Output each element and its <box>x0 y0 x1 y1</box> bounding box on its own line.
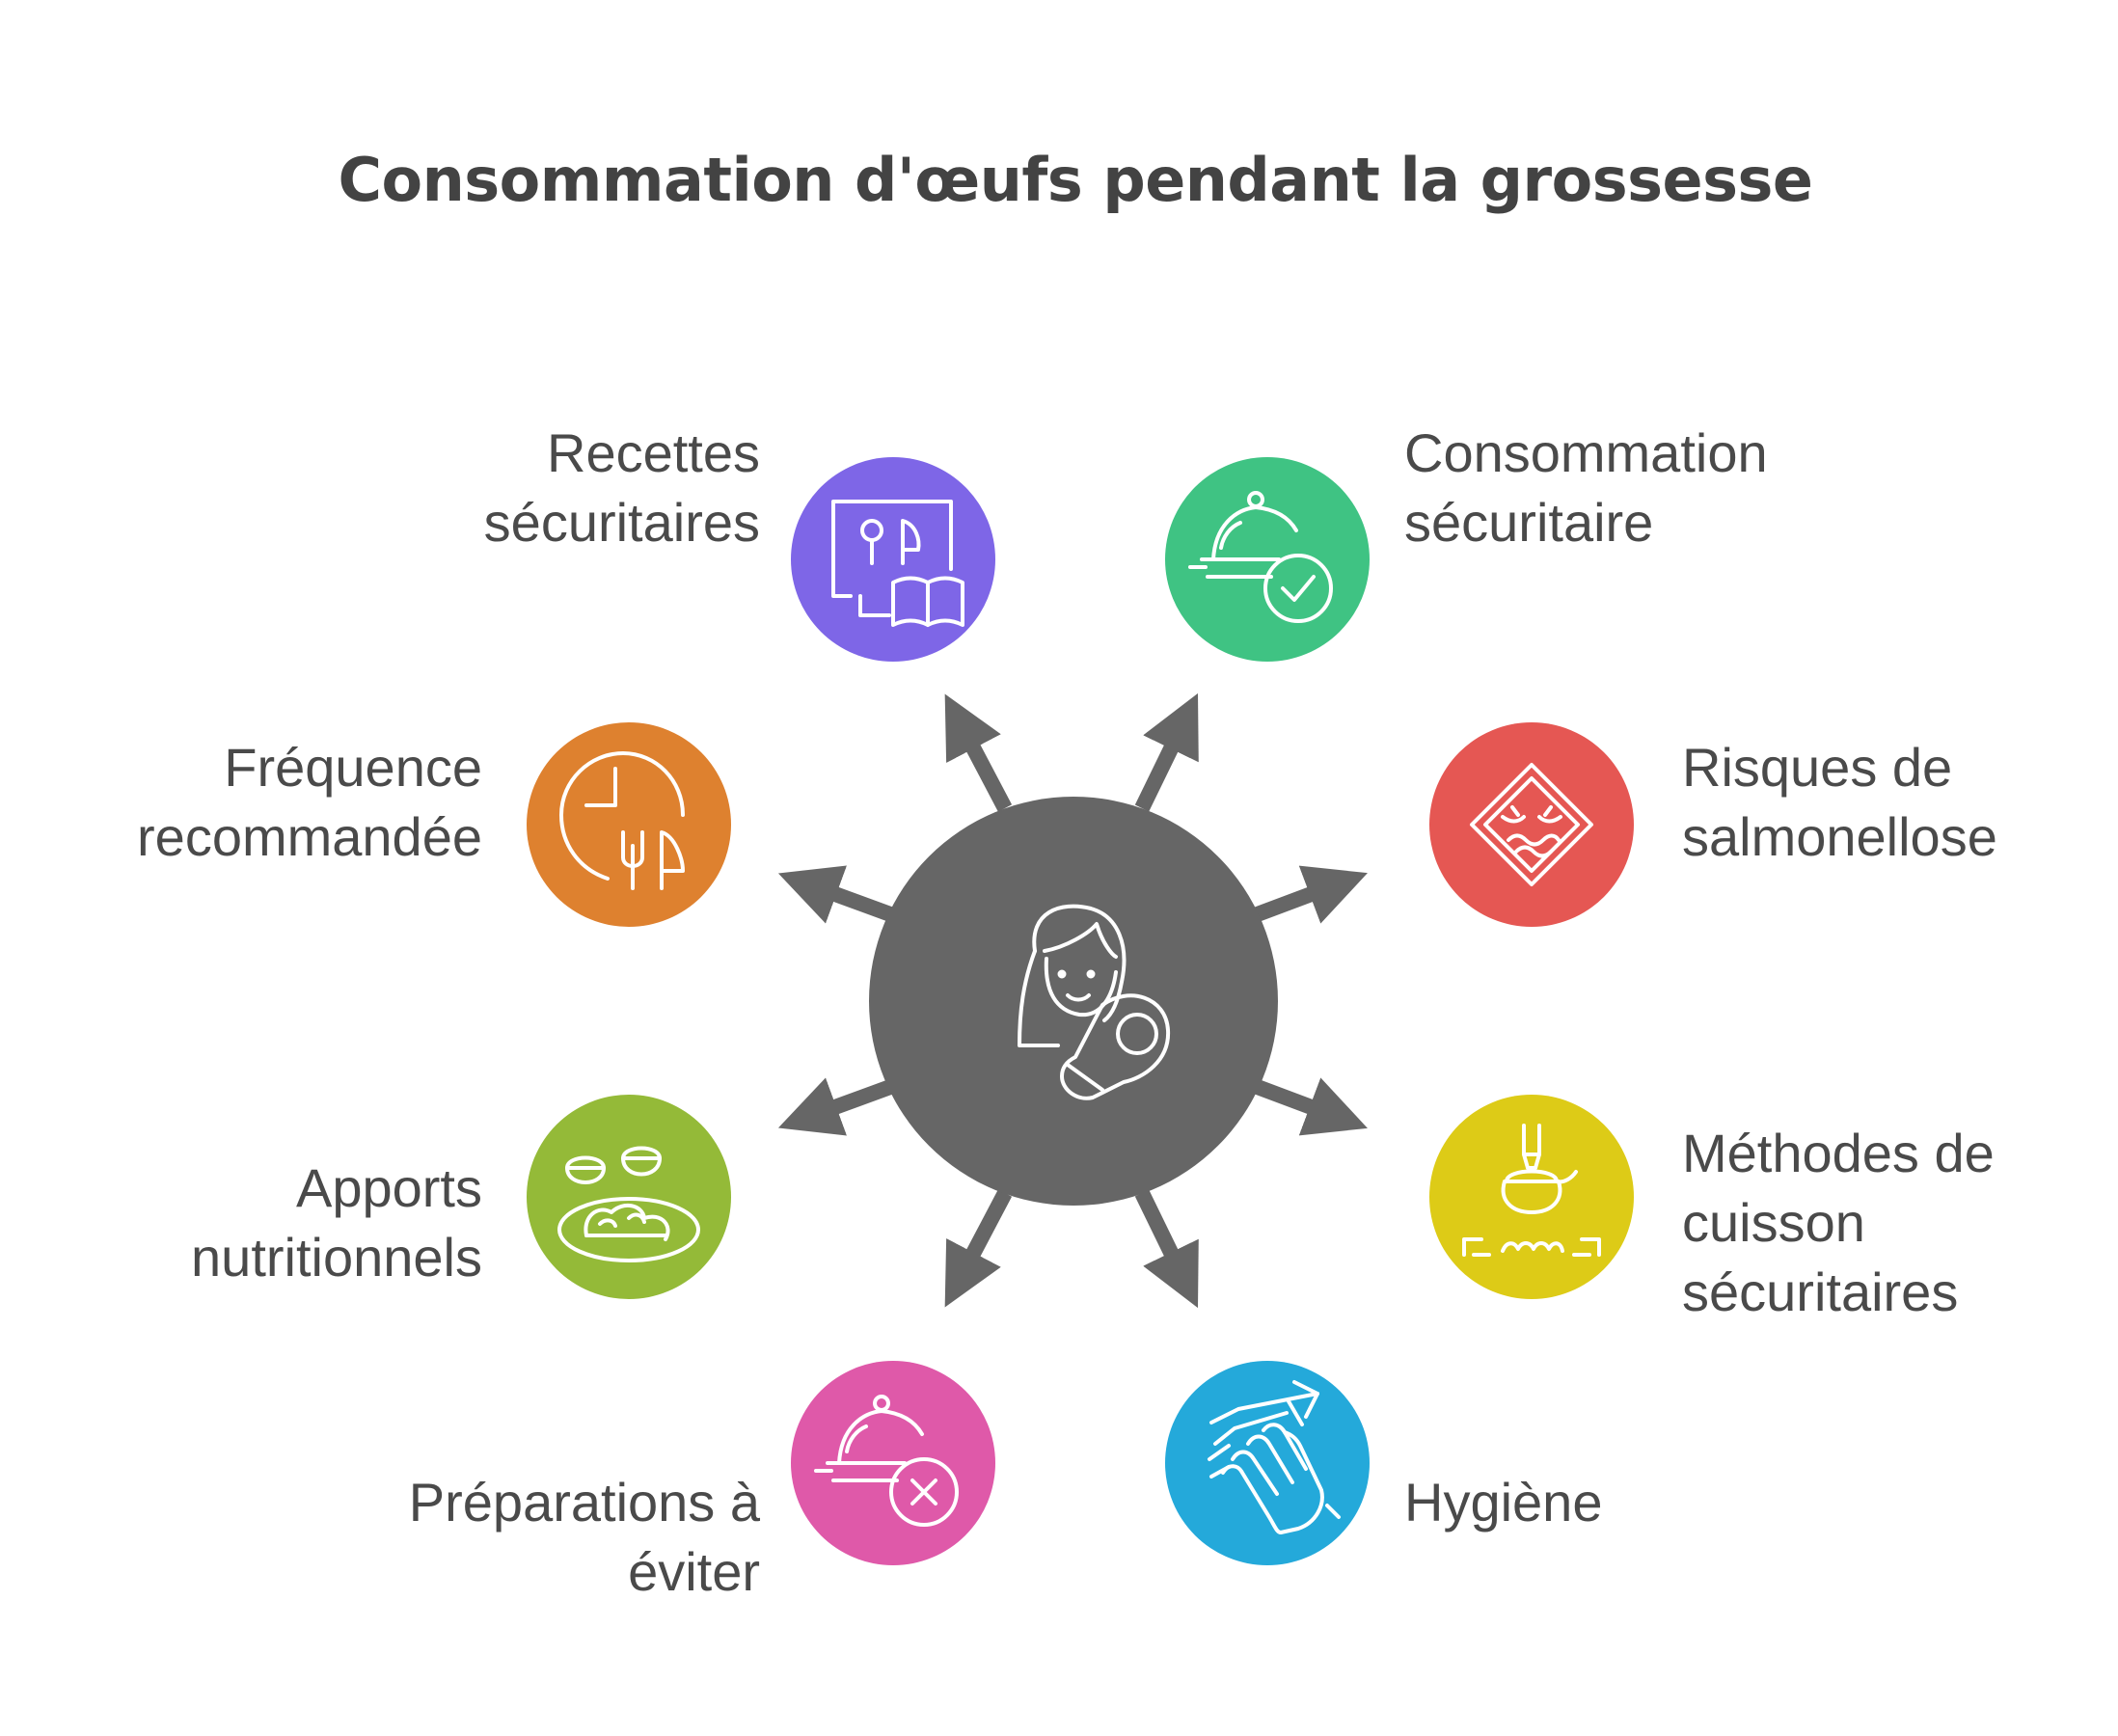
cooking-pot-icon <box>1462 1124 1601 1257</box>
label-apports-line1: Apports <box>296 1157 482 1218</box>
center-circle <box>869 797 1278 1206</box>
item-consommation <box>1165 457 1370 662</box>
arrow-hygiene <box>1134 1189 1199 1309</box>
label-preparations-line1: Préparations à <box>408 1472 760 1533</box>
label-recettes-line1: Recettes <box>547 422 760 483</box>
label-consommation-line2: sécuritaire <box>1404 492 1654 553</box>
label-recettes-line2: sécuritaires <box>483 492 760 553</box>
label-recettes: Recettes sécuritaires <box>484 419 760 557</box>
label-methodes-line2: cuisson <box>1682 1192 1865 1253</box>
warning-sign-icon <box>1470 763 1593 886</box>
label-risques: Risques de salmonellose <box>1682 733 1997 872</box>
item-apports <box>527 1095 731 1299</box>
circle-hygiene <box>1165 1361 1370 1565</box>
cloche-cross-icon <box>814 1395 959 1527</box>
cloche-check-icon <box>1188 491 1333 623</box>
item-preparations <box>791 1361 995 1565</box>
arrow-risques <box>1244 865 1368 926</box>
label-methodes-line3: sécuritaires <box>1682 1261 1959 1322</box>
label-frequence-line2: recommandée <box>137 806 482 867</box>
arrow-recettes <box>944 693 1013 812</box>
circle-risques <box>1429 722 1634 927</box>
circle-apports <box>527 1095 731 1299</box>
arrow-methodes <box>1244 1075 1368 1136</box>
item-recettes <box>791 457 995 662</box>
bowls-plate-icon <box>557 1146 700 1262</box>
item-frequence <box>527 722 731 927</box>
label-consommation: Consommation sécuritaire <box>1404 419 1768 557</box>
label-frequence: Fréquence recommandée <box>137 733 482 872</box>
arrow-apports <box>777 1075 904 1136</box>
clock-cutlery-icon <box>559 751 685 890</box>
circle-methodes <box>1429 1095 1634 1299</box>
label-apports-line2: nutritionnels <box>191 1227 482 1288</box>
label-apports: Apports nutritionnels <box>191 1153 482 1292</box>
label-hygiene: Hygiène <box>1404 1468 1602 1537</box>
label-hygiene-line1: Hygiène <box>1404 1472 1603 1533</box>
label-frequence-line1: Fréquence <box>224 737 482 798</box>
label-risques-line2: salmonellose <box>1682 806 1997 867</box>
item-risques <box>1429 722 1634 927</box>
arrow-consommation <box>1134 692 1199 812</box>
label-consommation-line1: Consommation <box>1404 422 1768 483</box>
item-methodes <box>1429 1095 1634 1299</box>
arrow-frequence <box>777 865 904 926</box>
arrows <box>777 692 1368 1309</box>
label-risques-line1: Risques de <box>1682 737 1953 798</box>
recipe-screen-book-icon <box>831 500 964 627</box>
circle-recettes <box>791 457 995 662</box>
hand-wash-icon <box>1208 1380 1341 1534</box>
item-hygiene <box>1165 1361 1370 1565</box>
label-methodes-line1: Méthodes de <box>1682 1123 1995 1183</box>
label-preparations-line2: éviter <box>628 1541 760 1602</box>
diagram-title: Consommation d'œufs pendant la grossesse <box>338 145 1813 215</box>
label-methodes: Méthodes de cuisson sécuritaires <box>1682 1119 1995 1327</box>
arrow-preparations <box>944 1189 1013 1308</box>
label-preparations: Préparations à éviter <box>409 1468 760 1607</box>
mother-baby-icon <box>1018 904 1171 1100</box>
